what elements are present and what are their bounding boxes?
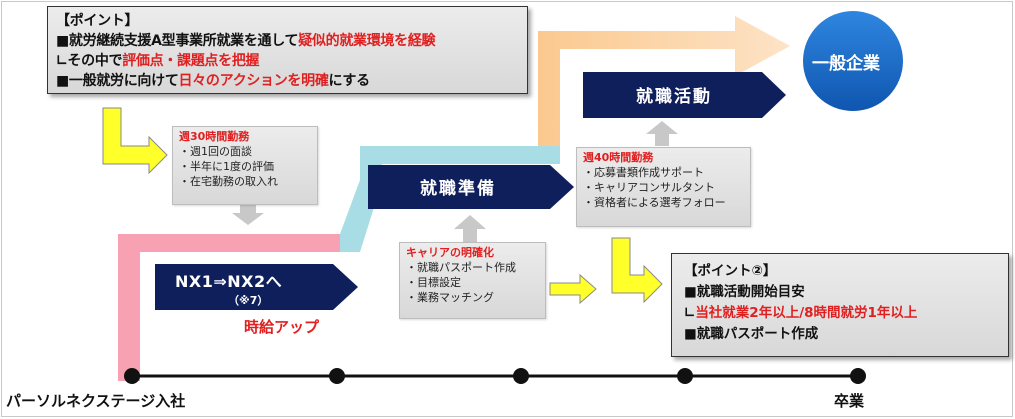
note-40-hours: 週40時間勤務 ・応募書類作成サポート ・キャリアコンサルタント ・資格者による… xyxy=(576,147,751,227)
point-box-2: 【ポイント②】 ■就職活動開始目安 ∟当社就業2年以上/8時間就労1年以上 ■就… xyxy=(671,253,1009,357)
note-career: キャリアの明確化 ・就職パスポート作成 ・目標設定 ・業務マッチング xyxy=(399,242,546,319)
stage-label-general-company: 一般企業 xyxy=(812,54,880,74)
arrow-job-activity xyxy=(583,72,786,118)
gray-arrow-down xyxy=(232,205,264,225)
point-1-line-2-text: ∟その中で xyxy=(56,53,123,69)
point-2-line-1: ■就職活動開始目安 xyxy=(684,284,805,300)
point-1-line-1-highlight: 疑似的就業環境を経験 xyxy=(298,33,436,49)
point-2-title: 【ポイント②】 xyxy=(684,263,777,279)
gray-arrow-up-prep xyxy=(454,215,486,243)
note-career-item: ・業務マッチング xyxy=(406,291,494,304)
note-career-heading: キャリアの明確化 xyxy=(406,246,494,259)
stage-label-nx: NX1⇒NX2へ xyxy=(175,272,283,291)
stage-band-cyan xyxy=(340,146,560,252)
note-30-item: ・週1回の面談 xyxy=(179,145,252,158)
note-40-item: ・応募書類作成サポート xyxy=(583,166,704,179)
timeline-dot xyxy=(677,368,693,384)
arrow-nx1-nx2 xyxy=(155,264,358,310)
point-1-line-2: ∟その中で評価点・課題点を把握 xyxy=(56,51,519,71)
gray-arrow-up-activity xyxy=(646,121,678,146)
note-40-heading: 週40時間勤務 xyxy=(583,151,654,164)
point-1-title: 【ポイント】 xyxy=(56,13,139,29)
point-box-1: 【ポイント】 ■就労継続支援A型事業所就業を通して疑似的就業環境を経験 ∟その中… xyxy=(47,6,528,94)
note-40-item: ・資格者による選考フォロー xyxy=(583,196,726,209)
point-1-line-1-text: ■就労継続支援A型事業所就業を通して xyxy=(56,33,299,49)
wage-up-label: 時給アップ xyxy=(244,318,320,336)
point-2-line-3: ■就職パスポート作成 xyxy=(684,326,819,342)
timeline-dot xyxy=(513,368,529,384)
note-career-item: ・就職パスポート作成 xyxy=(406,261,516,274)
point-1-line-3: ■一般就労に向けて日々のアクションを明確にする xyxy=(56,71,519,91)
note-30-heading: 週30時間勤務 xyxy=(179,130,250,143)
timeline-dot xyxy=(850,368,866,384)
point-1-line-3-highlight: 日々のアクションを明確 xyxy=(178,73,329,89)
stage-band-orange xyxy=(538,16,790,146)
point-1-line-2-highlight: 評価点・課題点を把握 xyxy=(122,53,260,69)
circle-general-company xyxy=(803,11,903,111)
point-1-line-3-text: ■一般就労に向けて xyxy=(56,73,179,89)
timeline-end-label: 卒業 xyxy=(834,392,865,410)
point-2-line-2-highlight: 当社就業2年以上/8時間就労1年以上 xyxy=(695,305,918,321)
note-40-item: ・キャリアコンサルタント xyxy=(583,181,715,194)
yellow-arrow-1 xyxy=(102,107,168,175)
stage-label-job-prep: 就職準備 xyxy=(420,179,496,199)
stage-label-nx-note: （※7） xyxy=(228,294,269,307)
stage-label-job-activity: 就職活動 xyxy=(636,87,712,107)
timeline-start-label: パーソルネクステージ入社 xyxy=(6,392,186,410)
point-1-line-3-suffix: にする xyxy=(328,73,371,89)
note-30-hours: 週30時間勤務 ・週1回の面談 ・半年に1度の評価 ・在宅勤務の取入れ xyxy=(172,126,318,205)
yellow-arrow-2 xyxy=(549,273,597,305)
point-1-line-1: ■就労継続支援A型事業所就業を通して疑似的就業環境を経験 xyxy=(56,31,519,51)
note-career-item: ・目標設定 xyxy=(406,276,461,289)
note-30-item: ・半年に1度の評価 xyxy=(179,160,274,173)
timeline-dot xyxy=(329,368,345,384)
note-30-item: ・在宅勤務の取入れ xyxy=(179,175,278,188)
stage-band-pink xyxy=(118,234,340,381)
point-2-line-2: ∟当社就業2年以上/8時間就労1年以上 xyxy=(684,303,996,324)
point-2-line-2-mark: ∟ xyxy=(684,305,696,321)
timeline-dot xyxy=(124,368,140,384)
arrow-job-prep xyxy=(368,165,574,209)
yellow-arrow-3 xyxy=(611,237,663,304)
